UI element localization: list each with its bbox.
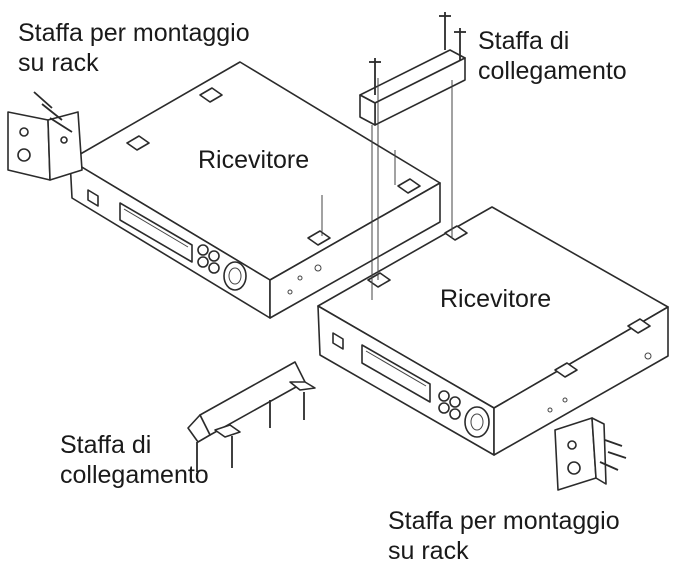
link-bracket-top-part: [321, 12, 466, 300]
link-bracket-bottom-part: [187, 361, 316, 472]
label-link-bracket-bottom-line1: Staffa di: [60, 431, 152, 459]
label-link-bracket-top: Staffa di collegamento: [478, 26, 627, 86]
label-rack-bracket-top: Staffa per montaggio su rack: [18, 18, 250, 78]
rack-bracket-top-part: [7, 91, 83, 181]
label-receiver-top: Ricevitore: [198, 146, 310, 174]
label-rack-bracket-bottom: Staffa per montaggio su rack: [388, 506, 620, 566]
label-link-bracket-top-line2: collegamento: [478, 57, 627, 85]
receiver-top-unit: [69, 61, 441, 319]
label-rack-bracket-top-line1: Staffa per montaggio: [18, 19, 250, 47]
label-rack-bracket-bottom-line1: Staffa per montaggio: [388, 507, 620, 535]
label-link-bracket-bottom: Staffa di collegamento: [60, 430, 209, 490]
label-link-bracket-bottom-line2: collegamento: [60, 461, 209, 489]
receiver-bottom-unit: [317, 206, 669, 456]
label-receiver-bottom: Ricevitore: [440, 285, 552, 313]
label-rack-bracket-bottom-line2: su rack: [388, 537, 469, 565]
label-rack-bracket-top-line2: su rack: [18, 49, 99, 77]
rack-bracket-bottom-part: [554, 417, 627, 491]
label-link-bracket-top-line1: Staffa di: [478, 27, 570, 55]
